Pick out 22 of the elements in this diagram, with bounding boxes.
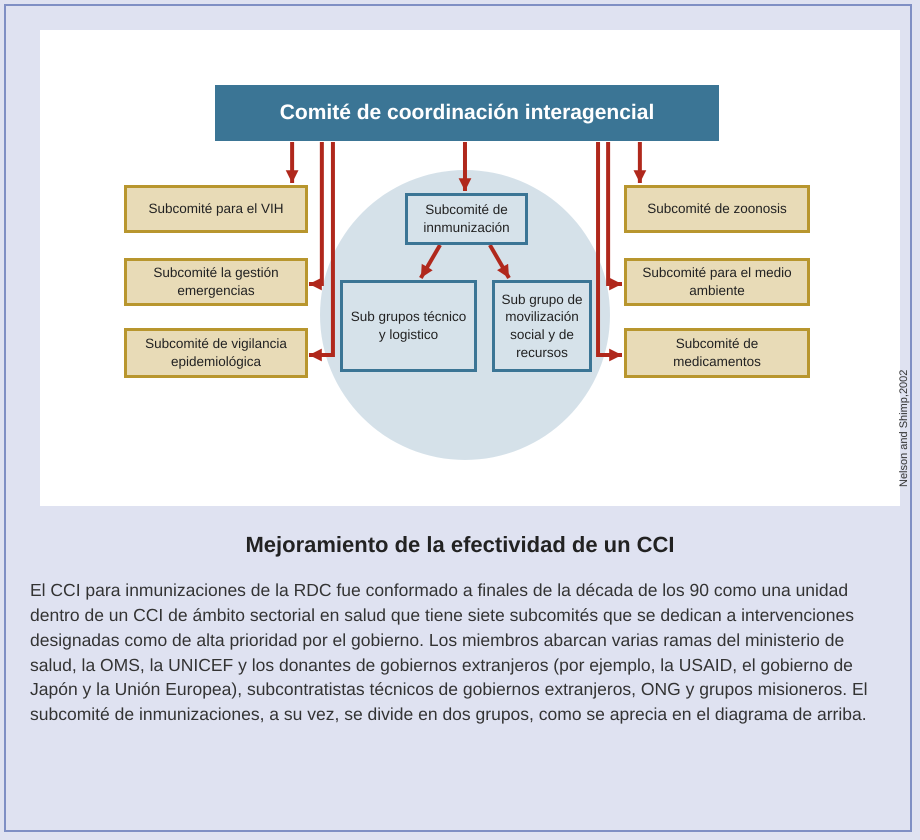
subcommittee-box: Subcomité de medicamentos [624, 328, 810, 378]
arrow [286, 142, 298, 183]
committee-box: Comité de coordinación interagencial [215, 85, 719, 141]
subcommittee-box: Subcomité para el medio ambiente [624, 258, 810, 306]
arrow [309, 142, 335, 362]
heading: Mejoramiento de la efectividad de un CCI [244, 532, 676, 558]
caption-paragraph: El CCI para inmunizaciones de la RDC fue conformado a finales de la década de los 90 como una unidad dentro de un CCI de ámbito sectorial en salud que tiene siete subcomités que se dedican a intervenciones designadas como de alta prioridad por el gobierno. Los miembros abarcan varias ramas del ministerio de salud, la OMS, la UNICEF y los donantes de gobiernos extranjeros (por ejemplo, la USAID, el gobierno de Japón y la Unión Europea), subcontratistas técnicos de gobiernos extranjeros, ONG y grupos misioneros. El subcomité de inmunizaciones, a su vez, se divide en dos grupos, como se aprecia en el diagrama de arriba. [30, 579, 869, 726]
arrow [419, 244, 442, 279]
arrow [633, 142, 646, 183]
arrow [606, 142, 622, 290]
arrow [458, 142, 472, 191]
arrow [309, 142, 324, 290]
subcommittee-box: Subcomité la gestión emergencias [124, 258, 308, 306]
subcommittee-box: Subcomité de zoonosis [624, 185, 810, 233]
subgroup-box: Sub grupos técnico y logistico [340, 280, 477, 372]
subgroup-box: Subcomité de innmunización [405, 193, 528, 245]
credit-text: Nelson and Shimp,2002 [898, 368, 911, 489]
arrow [488, 244, 511, 279]
subcommittee-box: Subcomité de vigilancia epidemiológica [124, 328, 308, 378]
subgroup-box: Sub grupo de movilización social y de recursos [492, 280, 592, 372]
arrow [596, 142, 622, 362]
subcommittee-box: Subcomité para el VIH [124, 185, 308, 233]
